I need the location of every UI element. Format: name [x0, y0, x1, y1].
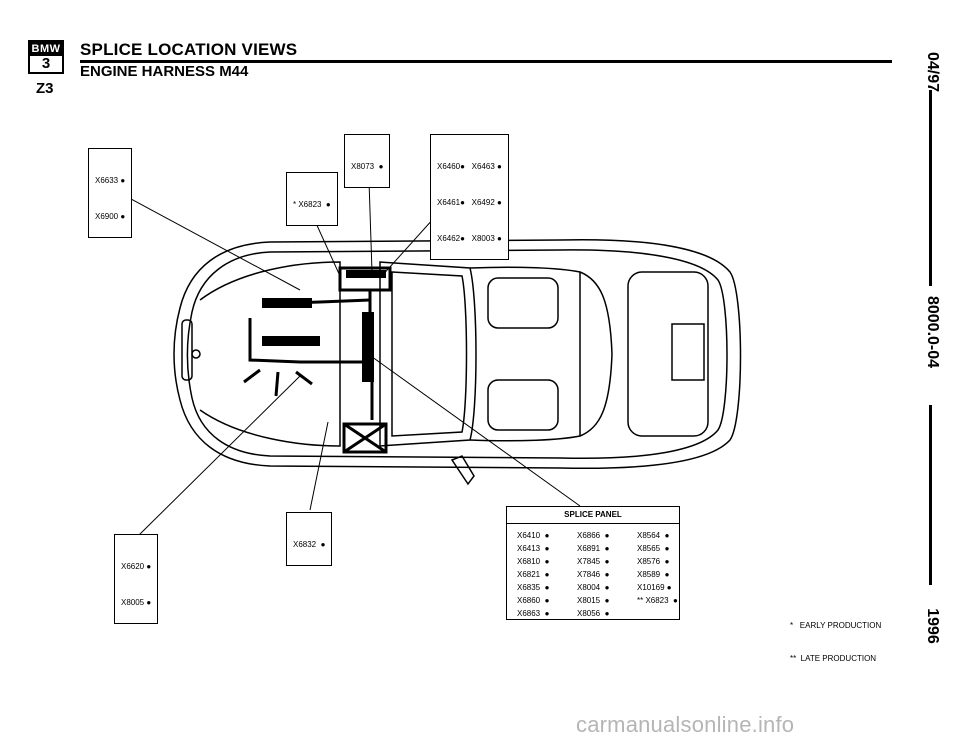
splice-panel-cell: X6413 ●	[517, 544, 550, 553]
harness-branch-3	[243, 368, 261, 384]
logo-brand: BMW	[30, 42, 62, 56]
harness-trunk-top	[338, 266, 392, 292]
harness-box-bottom-x	[343, 422, 387, 454]
callout-x8073: X8073 ●	[344, 134, 391, 188]
splice-panel-cell: X10169 ●	[637, 583, 672, 592]
callout-top-right: X6460● X6463 ● X6461● X6492 ● X6462● X80…	[430, 134, 509, 260]
connector-3	[362, 312, 374, 382]
rear-deck	[579, 271, 613, 437]
connector-2	[262, 336, 320, 346]
callout-line: X6620 ●	[121, 562, 152, 571]
splice-panel-cell: X8015 ●	[577, 596, 610, 605]
splice-panel-cell: X8564 ●	[637, 531, 670, 540]
callout-top-left: X6633 ● X6900 ●	[88, 148, 133, 238]
side-rule-2	[929, 405, 932, 585]
splice-panel-cell: X6835 ●	[517, 583, 550, 592]
legend: * EARLY PRODUCTION ** LATE PRODUCTION	[790, 598, 881, 675]
harness-branch-2	[248, 318, 362, 364]
windshield	[379, 261, 477, 447]
splice-panel-cell: X6891 ●	[577, 544, 610, 553]
splice-panel-cell: X8056 ●	[577, 609, 610, 618]
leader-bottom-left	[137, 375, 301, 537]
seat-left	[487, 277, 559, 329]
harness-branch-4	[274, 371, 280, 397]
splice-panel-cell: X6821 ●	[517, 570, 550, 579]
mirror-bottom	[450, 455, 475, 486]
leader-panel	[367, 353, 581, 507]
callout-line: X8005 ●	[121, 598, 152, 607]
splice-panel-cell: X6863 ●	[517, 609, 550, 618]
callout-x6832: X6832 ●	[286, 512, 333, 566]
model-label: Z3	[36, 80, 54, 97]
cabin	[469, 266, 581, 442]
splice-panel-cell: X6866 ●	[577, 531, 610, 540]
splice-panel-cell: X6810 ●	[517, 557, 550, 566]
callout-x6823: * X6823 ●	[286, 172, 338, 226]
splice-panel-cell: X6860 ●	[517, 596, 550, 605]
trunk-lid	[627, 271, 709, 437]
car-body-inner	[186, 249, 728, 460]
splice-panel: SPLICE PANEL X6410 ● X6866 ● X8564 ● X6413 …	[506, 506, 680, 620]
legend-early: * EARLY PRODUCTION	[790, 621, 882, 630]
hood-outline	[199, 261, 341, 447]
page-title: SPLICE LOCATION VIEWS	[80, 40, 298, 59]
splice-panel-cell: X6410 ●	[517, 531, 550, 540]
splice-panel-cell: X8565 ●	[637, 544, 670, 553]
callout-bottom-left: X6620 ● X8005 ●	[114, 534, 159, 624]
callout-line: X6462● X8003 ●	[437, 234, 502, 243]
splice-panel-cell: X8576 ●	[637, 557, 670, 566]
callout-line: X6900 ●	[95, 212, 126, 221]
connector-1	[262, 298, 312, 308]
seat-right	[487, 379, 559, 431]
splice-panel-cell: X8004 ●	[577, 583, 610, 592]
callout-line: X6461● X6492 ●	[437, 198, 502, 207]
side-rule-1	[929, 90, 932, 286]
footer-watermark: carmanualsonline.info	[576, 712, 795, 737]
callout-line: X6633 ●	[95, 176, 126, 185]
leader-x6832	[309, 421, 329, 511]
logo-model: 3	[41, 55, 51, 72]
bmw-logo: BMW 3	[28, 40, 64, 74]
legend-late: ** LATE PRODUCTION	[790, 654, 877, 663]
splice-panel-cell	[637, 608, 697, 619]
splice-panel-title: SPLICE PANEL	[507, 507, 679, 524]
connector-4	[346, 270, 386, 278]
splice-panel-grid: X6410 ● X6866 ● X8564 ● X6413 ● X6891 ● X8565…	[507, 524, 679, 619]
emblem	[191, 349, 201, 359]
page-subtitle: ENGINE HARNESS M44	[80, 63, 249, 80]
trunk-panel	[671, 323, 705, 381]
header-rule	[80, 60, 892, 63]
callout-line: X6460● X6463 ●	[437, 162, 502, 171]
splice-panel-cell: X7845 ●	[577, 557, 610, 566]
grille	[181, 319, 193, 381]
splice-panel-cell: ** X6823 ●	[637, 596, 678, 605]
harness-branch-5	[295, 370, 313, 386]
windshield-inner	[391, 271, 468, 437]
callout-line: X8073 ●	[351, 162, 384, 171]
callout-line: * X6823 ●	[293, 200, 331, 209]
callout-line: X6832 ●	[293, 540, 326, 549]
car-body-outline	[173, 239, 742, 470]
splice-panel-cell: X7846 ●	[577, 570, 610, 579]
splice-panel-cell: X8589 ●	[637, 570, 670, 579]
